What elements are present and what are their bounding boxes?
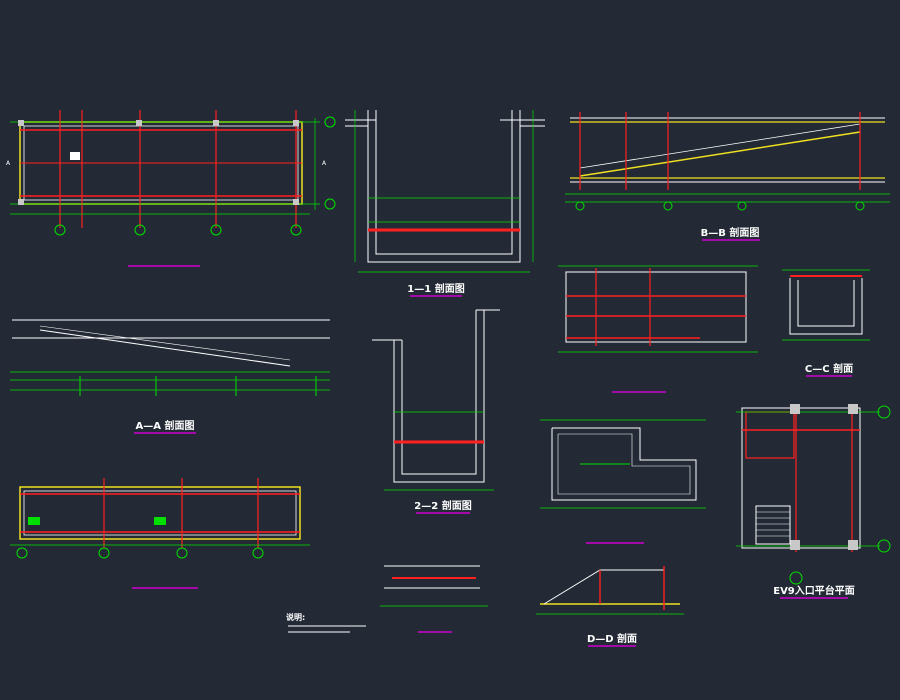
sec22-caption: 2—2 剖面图	[414, 499, 471, 512]
node-detail	[380, 565, 488, 633]
section-mark-left: A	[6, 160, 11, 167]
entrance-plan-1	[558, 265, 758, 393]
section-mark-right: A	[322, 160, 327, 167]
plan-view-2	[10, 478, 310, 589]
plan-view-1: A A	[6, 110, 336, 267]
secdd-caption: D—D 剖面	[587, 632, 637, 645]
entrance-plan-2	[540, 419, 706, 544]
notes-title: 说明:	[286, 612, 305, 622]
ev9-platform-plan: EV9入口平台平面	[736, 404, 891, 599]
section-d-d: D—D 剖面	[536, 566, 684, 647]
sec11-caption: 1—1 剖面图	[407, 282, 464, 295]
section-a-a: A—A 剖面图	[10, 319, 330, 434]
secaa-caption: A—A 剖面图	[136, 419, 195, 432]
section-c-c: C—C 剖面	[782, 269, 870, 377]
seccc-caption: C—C 剖面	[805, 362, 853, 375]
ev9-caption: EV9入口平台平面	[773, 584, 855, 597]
section-b-b: B—B 剖面图	[565, 112, 890, 241]
section-1-1: 1—1 剖面图	[345, 110, 545, 297]
secbb-caption: B—B 剖面图	[701, 226, 760, 239]
section-2-2: 2—2 剖面图	[372, 309, 500, 514]
notes-block: 说明:	[286, 612, 366, 633]
